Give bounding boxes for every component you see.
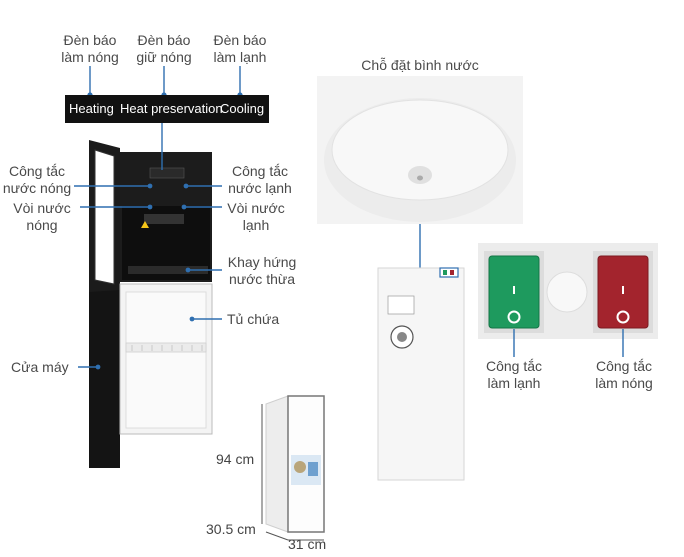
cold-switch-label: Công tắc nước lạnh	[222, 163, 298, 197]
drip-tray-line2: nước thừa	[228, 271, 296, 287]
cooling-switch-line1: Công tắc	[485, 358, 543, 374]
heating-indicator-label: Đèn báo làm nóng	[54, 32, 126, 66]
hot-switch-line1: Công tắc	[8, 163, 66, 179]
cooling-switch-line2: làm lạnh	[487, 375, 541, 391]
dispenser-cabinet	[119, 283, 213, 435]
heating-switch-line1: Công tắc	[595, 358, 653, 374]
preserve-indicator-label: Đèn báo giữ nóng	[128, 32, 200, 66]
cold-tap-label: Vòi nước lạnh	[222, 200, 290, 234]
control-panel: Heating Heat preservation Cooling	[65, 95, 269, 123]
hot-tap-line2: nóng	[26, 217, 58, 233]
hot-tap-line1: Vòi nước	[13, 200, 71, 216]
cooling-indicator-line1: Đèn báo	[213, 32, 267, 48]
dispenser-upper-body	[120, 152, 212, 282]
cold-tap-line2: lạnh	[242, 217, 270, 233]
height-dimension-label: 94 cm	[216, 451, 255, 467]
panel-cooling-label: Cooling	[220, 101, 265, 116]
cold-switch-line1: Công tắc	[231, 163, 289, 179]
heating-switch-label: Công tắc làm nóng	[585, 358, 663, 392]
heating-switch-line2: làm nóng	[595, 375, 653, 391]
cooling-switch-label: Công tắc làm lạnh	[476, 358, 552, 392]
preserve-indicator-line2: giữ nóng	[136, 49, 192, 65]
dispenser-door	[89, 140, 120, 468]
panel-heating-label: Heating	[69, 101, 114, 116]
heating-indicator-line2: làm nóng	[61, 49, 119, 65]
panel-heat-preservation-label: Heat preservation	[120, 101, 223, 116]
width-dimension-label: 31 cm	[288, 536, 327, 552]
cold-tap-line1: Vòi nước	[227, 200, 285, 216]
callout-lines	[74, 66, 241, 368]
cold-switch-line2: nước lạnh	[228, 180, 292, 196]
preserve-indicator-line1: Đèn báo	[137, 32, 191, 48]
heating-indicator-line1: Đèn báo	[63, 32, 117, 48]
cabinet-label: Tủ chứa	[227, 311, 280, 327]
size-reference-dispenser	[265, 395, 325, 533]
hot-tap-label: Vòi nước nóng	[6, 200, 78, 234]
drip-tray-label: Khay hứng nước thừa	[222, 254, 302, 288]
hot-switch-line2: nước nóng	[2, 180, 72, 196]
door-label: Cửa máy	[11, 359, 69, 375]
switch-closeup	[478, 243, 658, 339]
bottle-seat-image	[317, 76, 523, 224]
depth-dimension-line	[265, 531, 289, 541]
cooling-indicator-line2: làm lạnh	[213, 49, 267, 65]
dispenser-back	[377, 267, 465, 481]
depth-dimension-label: 30.5 cm	[206, 521, 256, 537]
drip-tray-line1: Khay hứng	[227, 254, 297, 270]
bottle-seat-label: Chỗ đặt bình nước	[361, 57, 479, 73]
hot-switch-label: Công tắc nước nóng	[0, 163, 74, 197]
cooling-indicator-label: Đèn báo làm lạnh	[204, 32, 276, 66]
